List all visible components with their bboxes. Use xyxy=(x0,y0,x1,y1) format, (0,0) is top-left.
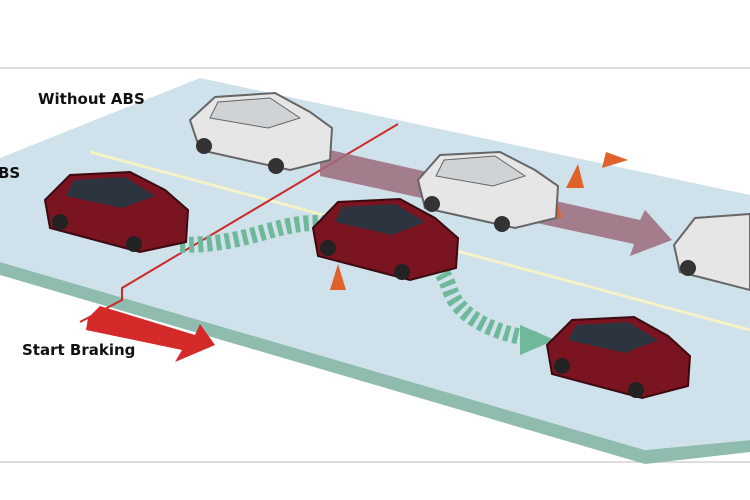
start-braking-arrow xyxy=(86,306,215,362)
red-car-1 xyxy=(43,170,190,254)
grey-car-3 xyxy=(672,212,750,292)
cone-icon xyxy=(566,164,584,188)
without-abs-label: Without ABS xyxy=(38,90,145,108)
grey-car-1 xyxy=(188,91,334,174)
red-car-2 xyxy=(311,197,460,282)
start-braking-label: Start Braking xyxy=(22,341,136,359)
cone-icon xyxy=(602,152,628,168)
with-abs-label: BS xyxy=(0,164,21,182)
red-car-3 xyxy=(545,315,692,400)
grey-car-2 xyxy=(416,150,560,232)
cone-icon xyxy=(330,264,346,290)
abs-path-arrowhead xyxy=(520,325,555,355)
